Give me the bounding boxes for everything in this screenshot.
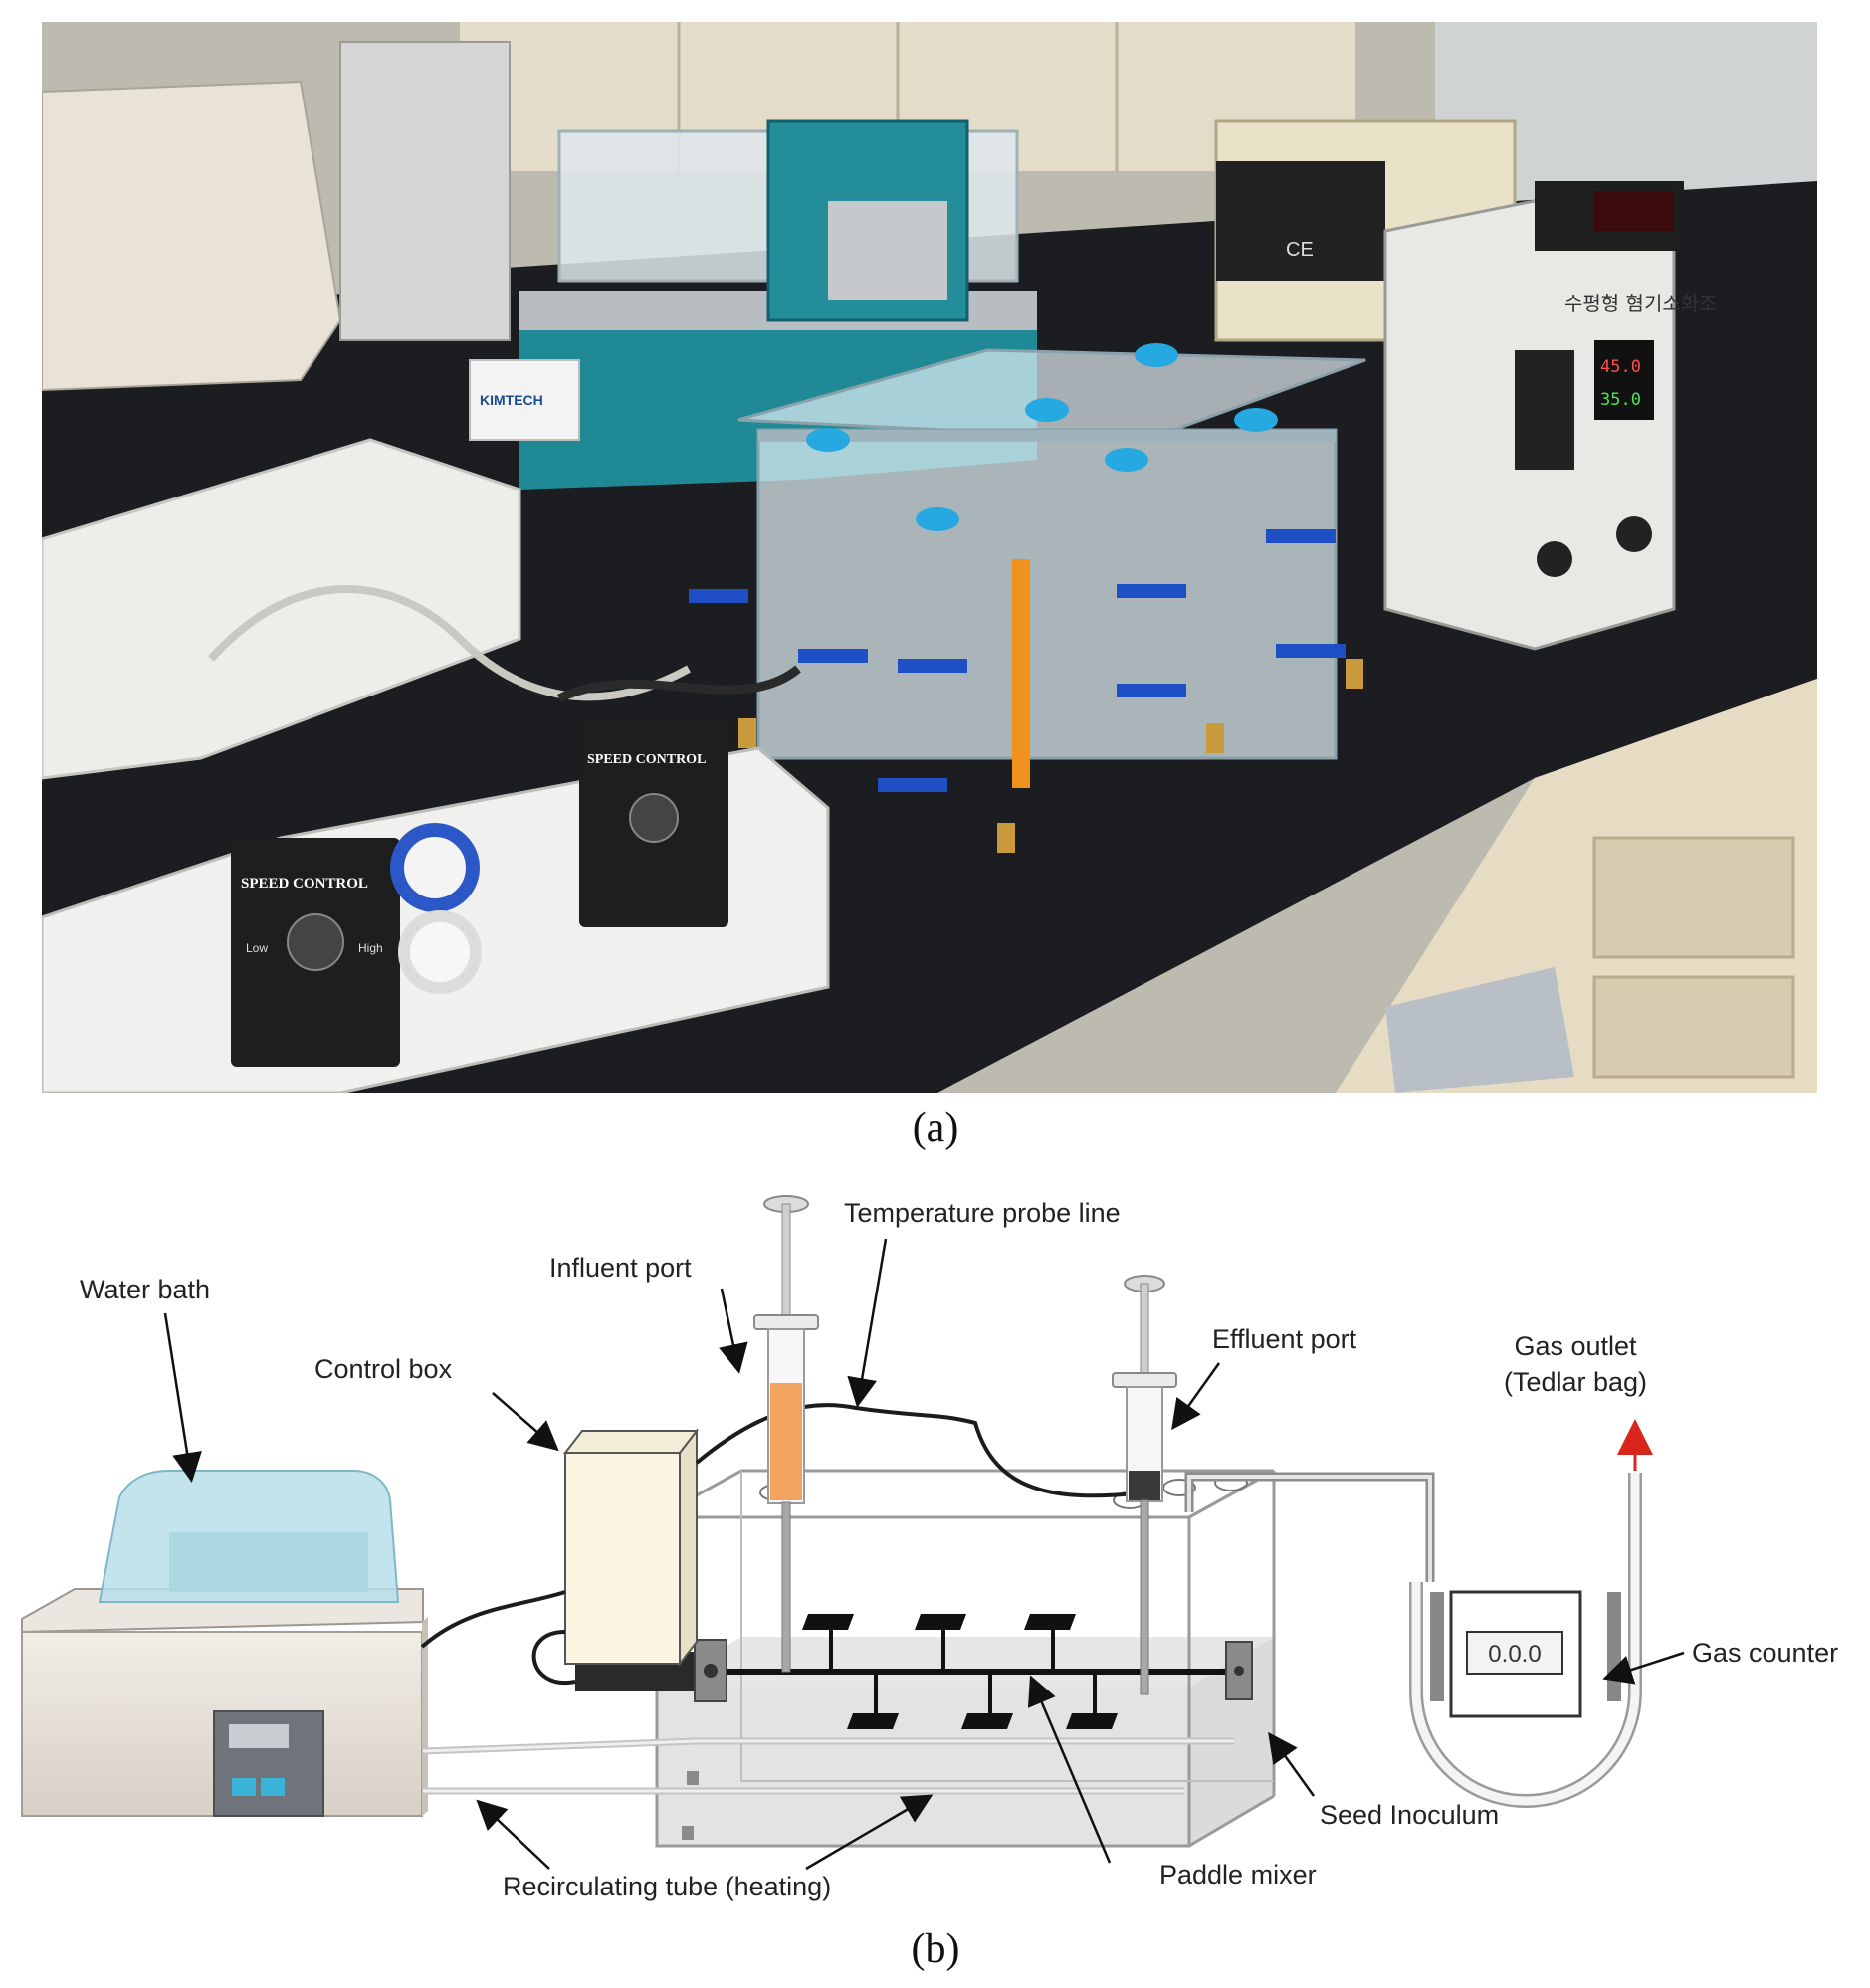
arrow-influent-port (719, 1288, 748, 1374)
schematic-panel-b: 0.0.0 Water bath Control box Influent po… (21, 1195, 1838, 1901)
arrow-recirculating-tube-left (476, 1799, 550, 1870)
label-water-bath: Water bath (80, 1275, 210, 1304)
tape-roll-clear (398, 910, 482, 994)
label-influent-port: Influent port (549, 1253, 692, 1283)
valve-handles (689, 529, 1346, 792)
speed-control-box-1: SPEED CONTROL Low High (231, 838, 400, 1067)
front-reactor-body (756, 428, 1338, 760)
label-gas-outlet-bag: (Tedlar bag) (1504, 1367, 1647, 1397)
arrow-seed-inoculum (1268, 1731, 1316, 1797)
arrow-control-box (492, 1392, 559, 1452)
arrow-paddle-mixer (1027, 1675, 1112, 1864)
temperature-probe-wire (695, 1403, 1145, 1498)
label-control-box: Control box (314, 1354, 453, 1384)
brass-fittings (738, 659, 1363, 853)
photo-panel-a: CE 수평형 혐기소화조 45.0 35.0 (42, 22, 1817, 1093)
label-gas-outlet: Gas outlet (1514, 1331, 1637, 1361)
label-gas-counter: Gas counter (1692, 1638, 1838, 1668)
knob-high-label-1: High (358, 941, 383, 955)
speed-control-label-2: SPEED CONTROL (587, 752, 706, 767)
control-box (562, 1428, 700, 1667)
arrow-temperature-probe-line (847, 1238, 888, 1408)
gas-counter-display: 0.0.0 (1488, 1641, 1541, 1668)
tissue-box-brand: KIMTECH (480, 392, 543, 408)
influent-syringe (753, 1195, 819, 1673)
influent-fill (770, 1383, 802, 1500)
panel-b-caption: (b) (911, 1926, 960, 1972)
speed-control-box-2: SPEED CONTROL (579, 718, 728, 927)
label-temperature-probe-line: Temperature probe line (844, 1198, 1121, 1228)
arrow-water-bath (163, 1312, 202, 1483)
tissue-box (469, 359, 580, 441)
tubing (208, 585, 691, 701)
speed-control-label-1: SPEED CONTROL (241, 876, 368, 892)
left-instrument (42, 80, 342, 392)
arrow-gas-counter (1602, 1651, 1685, 1685)
label-effluent-port: Effluent port (1212, 1324, 1357, 1354)
knob-low-label-1: Low (246, 941, 268, 955)
display-bottom: 35.0 (1600, 390, 1641, 410)
display-top: 45.0 (1600, 357, 1641, 377)
gas-line (1184, 1472, 1435, 1582)
label-seed-inoculum: Seed Inoculum (1320, 1800, 1499, 1830)
label-paddle-mixer: Paddle mixer (1159, 1860, 1317, 1889)
label-recirculating-tube: Recirculating tube (heating) (503, 1872, 831, 1901)
seed-inoculum-liquid (657, 1637, 1274, 1687)
orange-ruler (1012, 559, 1030, 788)
water-bath (21, 1470, 428, 1817)
paddle-mixer (575, 1614, 1253, 1729)
effluent-syringe (1112, 1275, 1177, 1695)
ce-mark: CE (1286, 239, 1314, 261)
korean-panel-title: 수평형 혐기소화조 (1564, 292, 1718, 315)
arrow-effluent-port (1171, 1362, 1221, 1431)
effluent-fill (1129, 1471, 1160, 1500)
arrow-recirculating-tube-right (805, 1794, 934, 1871)
gas-counter: 0.0.0 (1409, 1473, 1642, 1808)
tape-roll-blue (390, 823, 480, 912)
blue-caps (806, 343, 1278, 531)
left-white-tub (42, 438, 521, 780)
panel-a-caption: (a) (912, 1105, 959, 1151)
